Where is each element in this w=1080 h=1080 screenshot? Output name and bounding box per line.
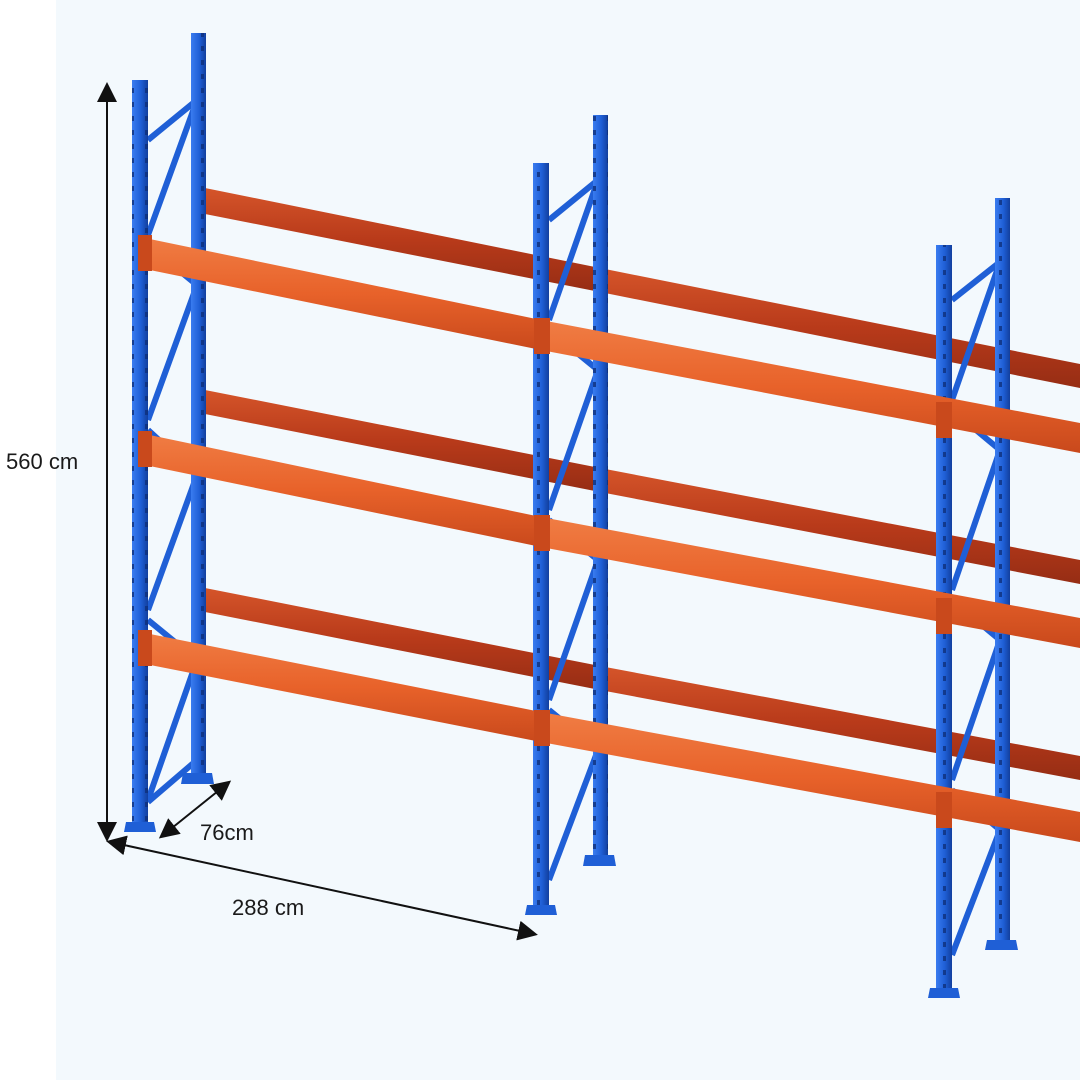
beam-back-mid-bay1 [205,390,600,492]
beam-back-top-bay2 [600,268,1080,388]
beam-back-top-bay1 [205,188,600,292]
upright-frame-1 [124,33,214,832]
baseplate-back-2 [583,855,616,866]
dimension-arrows [97,82,538,941]
beam-front-top-bay1 [140,237,541,350]
depth-arrow [158,780,232,839]
beam-back-low-bay1 [205,588,600,690]
height-label: 560 cm [6,449,79,474]
beam-front-mid-bay1 [140,433,541,547]
beam-front-low-bay1 [140,632,541,742]
length-label: 288 cm [232,895,305,920]
baseplate-back-3 [985,940,1018,950]
baseplate-front-3 [928,988,960,998]
baseplate-front-1 [124,822,156,832]
beam-connectors [138,235,952,828]
baseplate-front-2 [525,905,557,915]
length-arrow [106,835,538,941]
depth-label: 76cm [200,820,254,845]
baseplate-back-1 [181,773,214,784]
beam-back-mid-bay2 [600,468,1080,584]
